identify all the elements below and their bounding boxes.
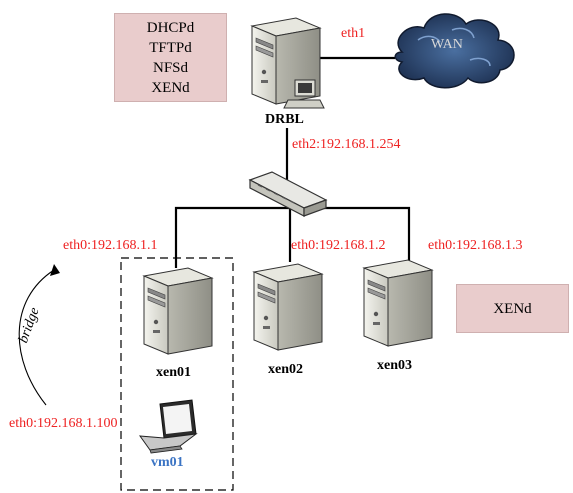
xen03-label: xen03 <box>377 358 412 373</box>
service-xend: XENd <box>151 79 190 96</box>
xen03-server-icon <box>363 259 433 347</box>
vm01-iface-label: eth0:192.168.1.100 <box>9 416 118 431</box>
drbl-services-box: DHCPd TFTPd NFSd XENd <box>114 13 227 102</box>
xen03-iface-label: eth0:192.168.1.3 <box>428 238 523 253</box>
drbl-server-icon <box>251 17 325 109</box>
vm-host-boundary <box>120 257 234 491</box>
service-nfsd: NFSd <box>152 59 189 76</box>
xen02-label: xen02 <box>268 362 303 377</box>
xen02-server-icon <box>253 263 323 351</box>
vm01-label: vm01 <box>151 455 184 470</box>
switch-icon <box>248 171 328 217</box>
nodes-xend-box: XENd <box>456 284 569 333</box>
wan-cloud-icon <box>394 13 515 89</box>
xen01-label: xen01 <box>156 365 191 380</box>
xend-label: XENd <box>493 300 532 317</box>
wan-label: WAN <box>431 37 463 52</box>
bridge-arrow <box>18 264 60 406</box>
service-dhcpd: DHCPd <box>146 19 195 36</box>
laptop-icon <box>138 399 198 454</box>
drbl-label: DRBL <box>265 112 304 127</box>
xen02-iface-label: eth0:192.168.1.2 <box>291 238 386 253</box>
eth1-label: eth1 <box>341 26 366 41</box>
service-tftpd: TFTPd <box>149 39 192 56</box>
xen01-iface-label: eth0:192.168.1.1 <box>63 238 158 253</box>
eth2-label: eth2:192.168.1.254 <box>292 137 401 152</box>
xen01-server-icon <box>143 267 213 355</box>
